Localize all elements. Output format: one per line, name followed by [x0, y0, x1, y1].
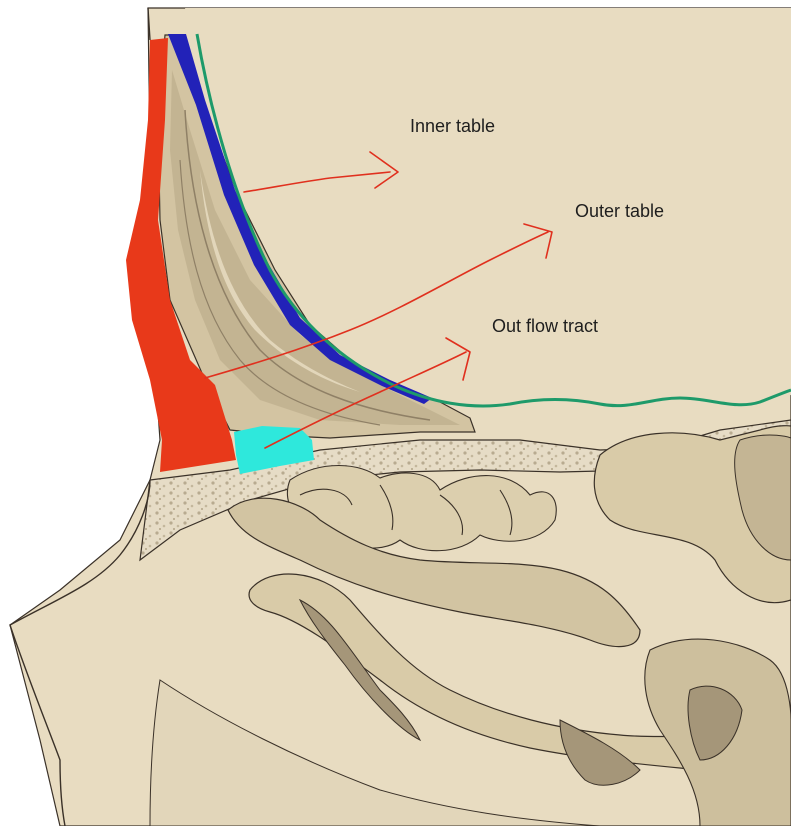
label-outflow-tract: Out flow tract [492, 316, 598, 336]
label-inner-table: Inner table [410, 116, 495, 136]
label-outer-table: Outer table [575, 201, 664, 221]
